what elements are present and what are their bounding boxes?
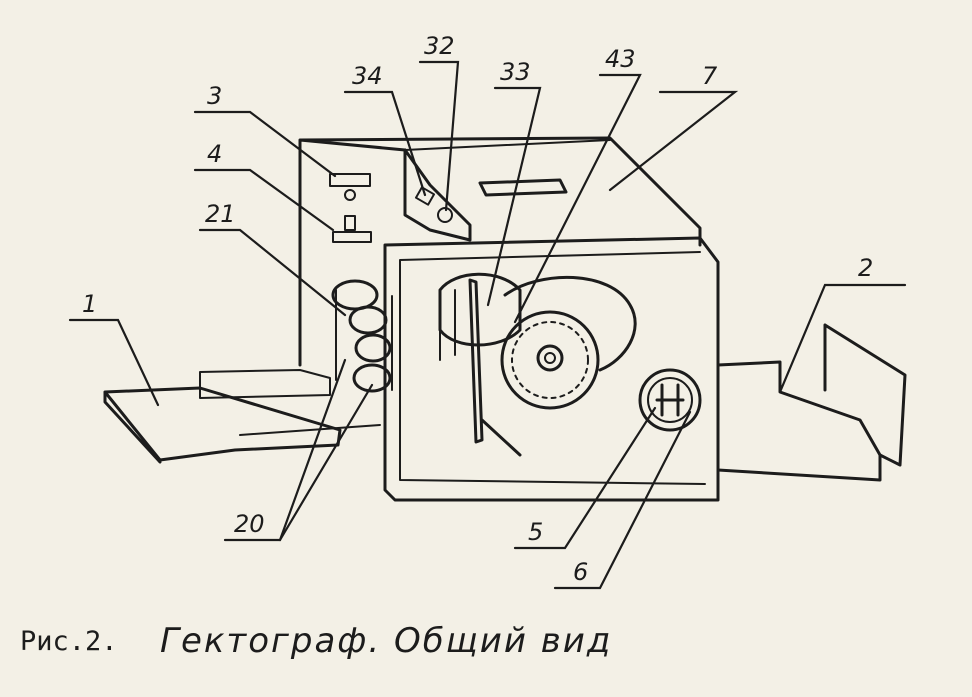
leader-34 <box>343 90 427 197</box>
callout-3: 3 <box>207 82 222 110</box>
callout-7: 7 <box>702 62 718 90</box>
leader-7 <box>608 90 739 192</box>
callout-34: 34 <box>352 62 383 90</box>
callout-33: 33 <box>500 58 531 86</box>
feed-tray-left-rail <box>199 369 381 436</box>
callout-5: 5 <box>528 518 543 546</box>
leader-3 <box>193 110 337 178</box>
leader-33 <box>486 86 542 307</box>
callout-2: 2 <box>858 254 873 282</box>
leader-6 <box>553 410 692 590</box>
callout-4: 4 <box>207 140 222 168</box>
leader-20b <box>278 383 374 542</box>
leader-43 <box>513 73 642 324</box>
leader-lines <box>68 60 907 590</box>
rear-control-4 <box>332 215 372 243</box>
leader-32 <box>418 60 460 212</box>
drum-gear <box>500 310 600 410</box>
figure-caption: Рис.2. Гектограф. Общий вид <box>20 621 612 661</box>
feed-tray-left <box>103 386 342 464</box>
rear-control-3 <box>329 173 371 201</box>
callout-32: 32 <box>424 32 455 60</box>
top-face <box>404 139 611 151</box>
callout-labels: 1 2 3 4 21 20 34 32 33 43 7 5 6 <box>82 32 873 586</box>
top-bracket <box>403 148 472 242</box>
leader-1 <box>68 318 160 407</box>
leader-5 <box>513 406 657 550</box>
front-housing <box>383 236 720 502</box>
lever-arm <box>468 278 522 457</box>
callout-21: 21 <box>205 200 236 228</box>
top-bracket-hole <box>437 207 453 223</box>
roller-stack <box>331 279 393 393</box>
caption-number: Рис.2. <box>20 626 118 657</box>
top-slot <box>478 178 568 197</box>
machine-drawing <box>103 136 907 502</box>
callout-6: 6 <box>573 558 588 586</box>
drum-assembly <box>438 272 637 457</box>
front-knob <box>638 368 702 432</box>
callout-20: 20 <box>234 510 265 538</box>
leader-4 <box>193 168 335 232</box>
callout-43: 43 <box>605 45 636 73</box>
front-housing-inner <box>399 251 706 485</box>
callout-1: 1 <box>82 290 97 318</box>
caption-title: Гектограф. Общий вид <box>160 621 612 661</box>
output-tray-wall <box>823 323 907 467</box>
output-tray-right <box>716 360 882 482</box>
leader-2 <box>778 283 907 394</box>
leader-21 <box>198 228 347 317</box>
